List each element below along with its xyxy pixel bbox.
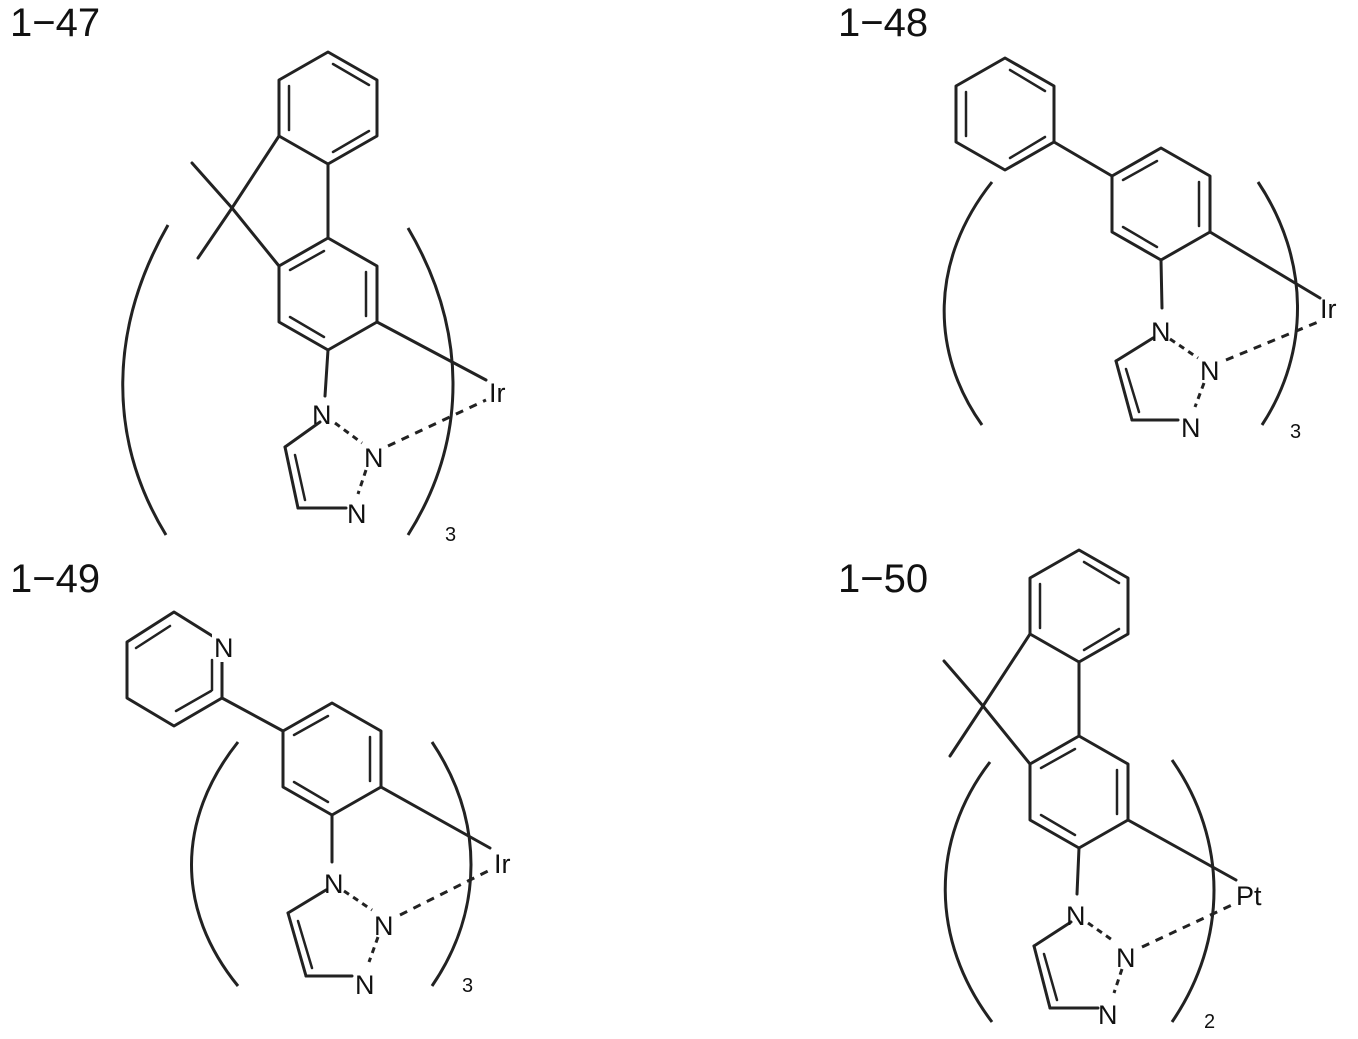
coordination-bond [388, 400, 486, 446]
triazole-ring [288, 890, 378, 976]
right-parenthesis [432, 742, 471, 986]
compound-1-47: 1−47 [10, 1, 506, 546]
pyridine-n: N [214, 633, 234, 663]
left-parenthesis [944, 182, 992, 425]
coordination-bond [400, 870, 490, 915]
atom-n: N [324, 869, 344, 899]
c-n-bond [1077, 848, 1079, 894]
c-metal-bond [377, 322, 486, 380]
atom-n: N [312, 400, 332, 430]
atom-n: N [1181, 413, 1201, 443]
right-parenthesis [1258, 182, 1298, 425]
fluorene-bridge [192, 136, 328, 266]
compound-label: 1−47 [10, 1, 100, 45]
atom-n: N [364, 443, 384, 473]
left-parenthesis [123, 225, 168, 535]
compound-1-48: 1−48 N N N Ir 3 [838, 1, 1337, 443]
compound-label: 1−49 [10, 557, 100, 601]
biaryl-bond [222, 698, 283, 731]
triazole-ring [285, 422, 366, 508]
metal-atom: Pt [1236, 881, 1262, 911]
atom-n: N [1200, 356, 1220, 386]
metal-atom: Ir [494, 849, 511, 879]
right-parenthesis [1172, 760, 1214, 1022]
c-metal-bond [381, 787, 490, 848]
left-parenthesis [192, 742, 239, 986]
subscript-count: 3 [462, 975, 473, 997]
atom-n: N [355, 970, 375, 1000]
compound-1-50: 1−50 N [838, 550, 1262, 1033]
atom-n: N [1151, 317, 1171, 347]
phenylene-ring [283, 703, 381, 815]
coordination-bond [1226, 322, 1318, 360]
atom-n: N [1066, 901, 1086, 931]
c-metal-bond [1210, 232, 1320, 298]
atom-n: N [374, 911, 394, 941]
atom-n: N [1098, 1000, 1118, 1030]
biaryl-bond [1054, 142, 1112, 176]
c-n-bond [325, 350, 328, 396]
metal-atom: Ir [489, 378, 506, 408]
compound-label: 1−50 [838, 557, 928, 601]
triazole-ring [1116, 338, 1204, 420]
subscript-count: 3 [445, 524, 456, 546]
pyridine-ring [127, 612, 240, 726]
right-parenthesis [408, 228, 453, 535]
fluorene-bridge [944, 634, 1079, 764]
atom-n: N [1116, 943, 1136, 973]
metal-atom: Ir [1320, 294, 1337, 324]
c-metal-bond [1128, 820, 1236, 880]
compound-label: 1−48 [838, 1, 928, 45]
atom-n: N [347, 499, 367, 529]
c-n-bond [1161, 260, 1162, 308]
phenylene-ring [1030, 736, 1128, 848]
compound-1-49: 1−49 N N N N Ir [10, 557, 511, 1000]
subscript-count: 3 [1290, 421, 1301, 443]
triazole-ring [1034, 922, 1122, 1008]
benzene-ring [279, 52, 377, 164]
phenylene-ring [1112, 148, 1210, 260]
benzene-ring [1030, 550, 1128, 662]
phenylene-ring [279, 238, 377, 350]
phenyl-ring [956, 58, 1054, 170]
left-parenthesis [945, 762, 992, 1022]
coordination-bond [1142, 904, 1234, 947]
subscript-count: 2 [1204, 1011, 1215, 1033]
